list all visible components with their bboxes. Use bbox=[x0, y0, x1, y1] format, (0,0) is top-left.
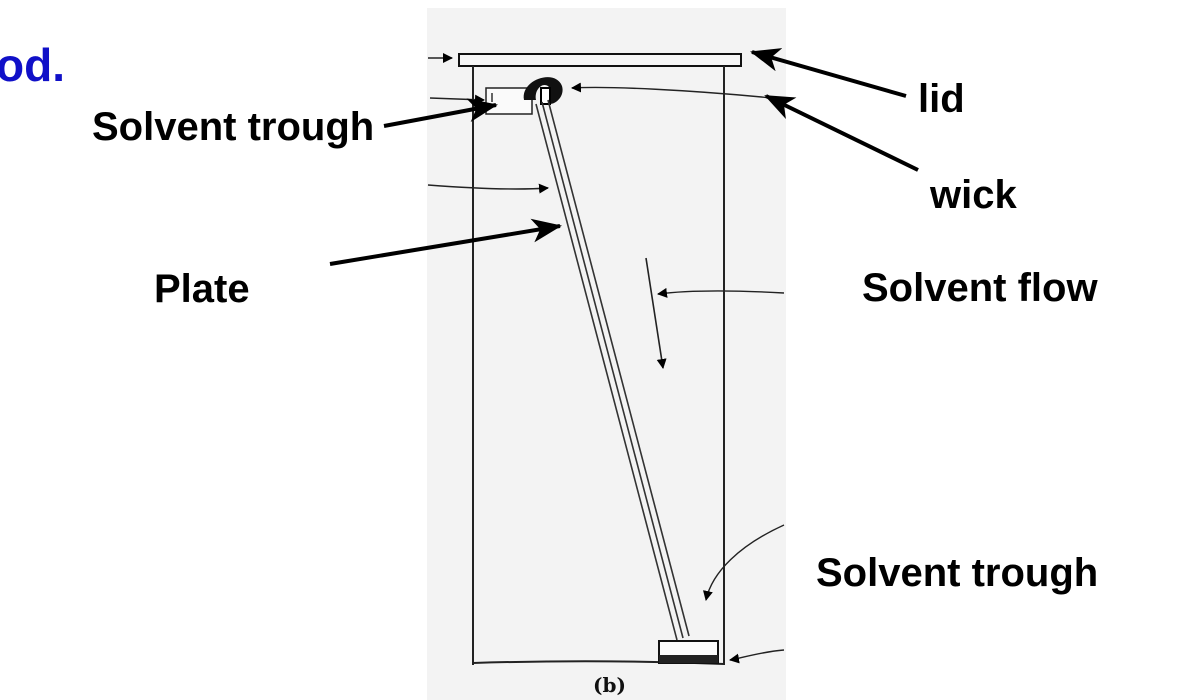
label-solvent-trough-bottom: Solvent trough bbox=[816, 551, 1099, 595]
figure-pointer-flow bbox=[657, 287, 785, 298]
slide-heading-fragment: od. bbox=[0, 39, 65, 91]
figure-pointer-trough bbox=[429, 94, 485, 105]
wick-shape bbox=[523, 77, 563, 104]
bottom-trough-solvent bbox=[659, 655, 718, 663]
figure-pointer-wick bbox=[571, 82, 773, 99]
label-plate: Plate bbox=[154, 267, 250, 311]
lid-shape bbox=[458, 53, 742, 67]
label-solvent-trough-top: Solvent trough bbox=[92, 105, 375, 149]
figure-pointer-bottom-trough bbox=[703, 524, 785, 601]
scanned-figure-background bbox=[427, 8, 786, 700]
label-solvent-flow: Solvent flow bbox=[862, 266, 1098, 310]
plate-line-2 bbox=[541, 101, 684, 639]
wick-clip bbox=[540, 87, 551, 105]
label-wick: wick bbox=[930, 173, 1017, 217]
callout-arrow-plate bbox=[329, 218, 562, 266]
figure-pointer-vapour bbox=[427, 183, 549, 194]
callout-arrow-wick bbox=[764, 94, 919, 172]
figure-caption: (b) bbox=[593, 673, 626, 697]
figure-flow-arrow bbox=[645, 257, 667, 369]
plate-line-3 bbox=[547, 99, 690, 637]
figure-pointer-bottom-solvent bbox=[729, 649, 785, 664]
label-lid: lid bbox=[918, 77, 965, 121]
callout-arrow-solvent-trough bbox=[383, 98, 498, 128]
plate-line-1 bbox=[535, 103, 678, 641]
callout-arrow-lid bbox=[750, 48, 907, 98]
